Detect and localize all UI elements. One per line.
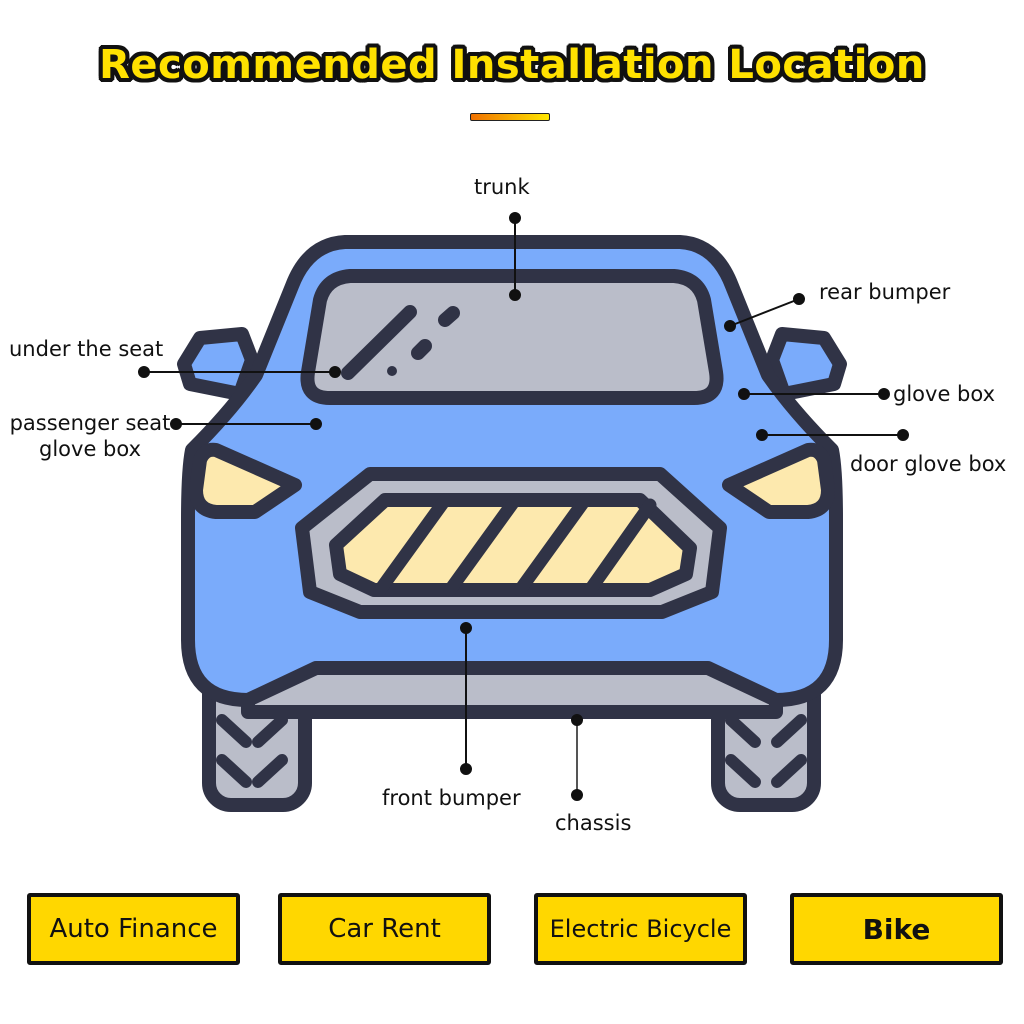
left-headlight-icon — [189, 442, 302, 519]
right-headlight-icon — [722, 442, 835, 519]
lower-bumper — [241, 661, 783, 719]
leader-lines — [138, 212, 909, 801]
label-chassis: chassis — [555, 811, 632, 835]
label-trunk: trunk — [474, 175, 530, 199]
label-door-glove-box: door glove box — [850, 452, 1007, 476]
title-accent-bar — [470, 113, 550, 121]
electric-bicycle-button[interactable]: Electric Bicycle — [534, 893, 747, 965]
header: Recommended Installation Location — [0, 40, 1024, 90]
bike-button[interactable]: Bike — [790, 893, 1003, 965]
car-rent-button[interactable]: Car Rent — [278, 893, 491, 965]
label-rear-bumper: rear bumper — [819, 280, 951, 304]
label-front-bumper: front bumper — [382, 786, 521, 810]
label-passenger-seat-line2: glove box — [39, 437, 141, 461]
grille-slats — [373, 493, 657, 597]
label-passenger-seat-line1: passenger seat — [9, 411, 171, 435]
label-passenger-seat-glove-box: passenger seat glove box — [6, 410, 174, 462]
label-glove-box: glove box — [893, 382, 995, 406]
label-under-the-seat: under the seat — [9, 337, 164, 361]
category-button-row: Auto Finance Car Rent Electric Bicycle B… — [0, 893, 1024, 967]
page-title: Recommended Installation Location — [99, 42, 925, 88]
auto-finance-button[interactable]: Auto Finance — [27, 893, 240, 965]
windshield-glare — [341, 305, 460, 380]
